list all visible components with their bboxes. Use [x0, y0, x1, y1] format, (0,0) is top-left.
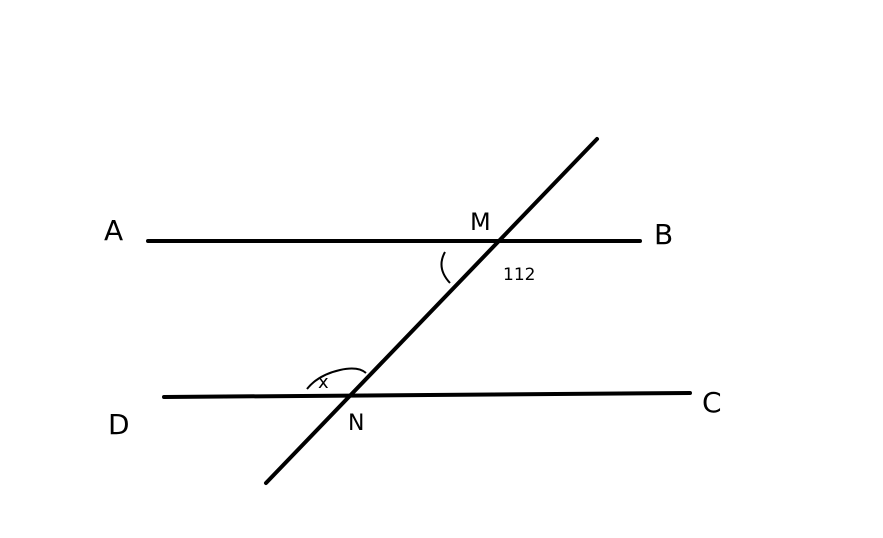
angle-arc-M: [440, 251, 451, 284]
label-B: B: [654, 218, 673, 251]
label-C: C: [702, 386, 722, 419]
label-M: M: [470, 208, 491, 236]
line-DC: [162, 391, 692, 399]
angle-label-112: 112: [503, 265, 535, 285]
angle-label-x: x: [318, 372, 329, 393]
label-A: A: [104, 214, 123, 247]
angle-arc-N: [306, 367, 367, 390]
label-D: D: [108, 408, 130, 441]
label-N: N: [348, 411, 364, 436]
transversal-line: [264, 137, 599, 485]
